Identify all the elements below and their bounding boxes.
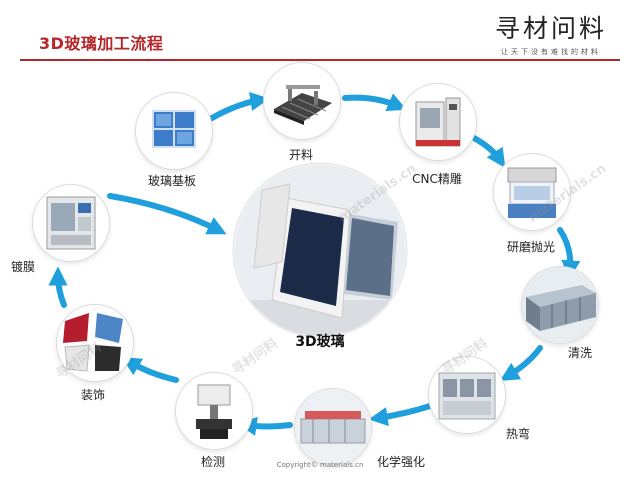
step-label-strengthening: 化学强化 [376, 455, 426, 469]
flow-arrow-8 [121, 357, 179, 383]
phone-icon [271, 197, 351, 319]
glass-substrate-icon [152, 110, 196, 148]
flow-arrow-9 [48, 266, 68, 308]
step-label-inspection: 检测 [200, 455, 226, 469]
decoration-samples-icon [63, 313, 123, 372]
coating-machine-icon [46, 196, 96, 250]
slide-title: 3D玻璃加工流程 [39, 34, 164, 53]
step-node-coating [32, 184, 110, 262]
step-node-cutting [263, 62, 341, 140]
inspection-machine-icon [196, 384, 232, 439]
flow-arrow-7 [237, 416, 293, 436]
cnc-machine-icon [415, 97, 461, 147]
flow-arrow-2 [342, 93, 407, 111]
step-label-coating: 镀膜 [10, 260, 36, 274]
step-node-polishing [493, 153, 571, 231]
step-label-hot-bending: 热弯 [505, 427, 531, 441]
flow-arrow-3 [471, 135, 506, 168]
brand-logo: 寻材问料 让天下没有难找的材料 [490, 14, 612, 58]
step-label-polishing: 研磨抛光 [506, 240, 556, 254]
step-label-decoration: 装饰 [80, 388, 106, 402]
copyright-notice: Copyright© materials.cn [276, 461, 364, 469]
step-node-hot-bending [428, 356, 506, 434]
flow-arrow-center [107, 193, 227, 235]
logo-tagline: 让天下没有难找的材料 [501, 48, 601, 56]
strengthening-line-icon [295, 389, 371, 465]
cleaning-line-icon [522, 267, 598, 343]
polishing-machine-icon [507, 167, 557, 218]
step-label-cutting: 开料 [288, 148, 314, 162]
step-node-cleaning [521, 266, 599, 344]
step-node-inspection [175, 372, 253, 450]
logo-wordmark: 寻材问料 [494, 14, 607, 43]
hot-bending-machine-icon [438, 372, 496, 420]
cutting-machine-icon [274, 85, 332, 125]
step-label-glass-substrate: 玻璃基板 [147, 174, 197, 188]
step-node-decoration [56, 304, 134, 382]
step-node-strengthening [294, 388, 372, 466]
flow-arrow-6 [368, 403, 433, 427]
title-divider [20, 59, 620, 61]
center-label: 3D玻璃 [295, 334, 345, 350]
step-node-cnc [399, 83, 477, 161]
step-label-cnc: CNC精雕 [412, 172, 462, 186]
step-node-glass-substrate [135, 92, 213, 170]
step-label-cleaning: 清洗 [567, 346, 593, 360]
flow-arrow-5 [499, 345, 543, 381]
